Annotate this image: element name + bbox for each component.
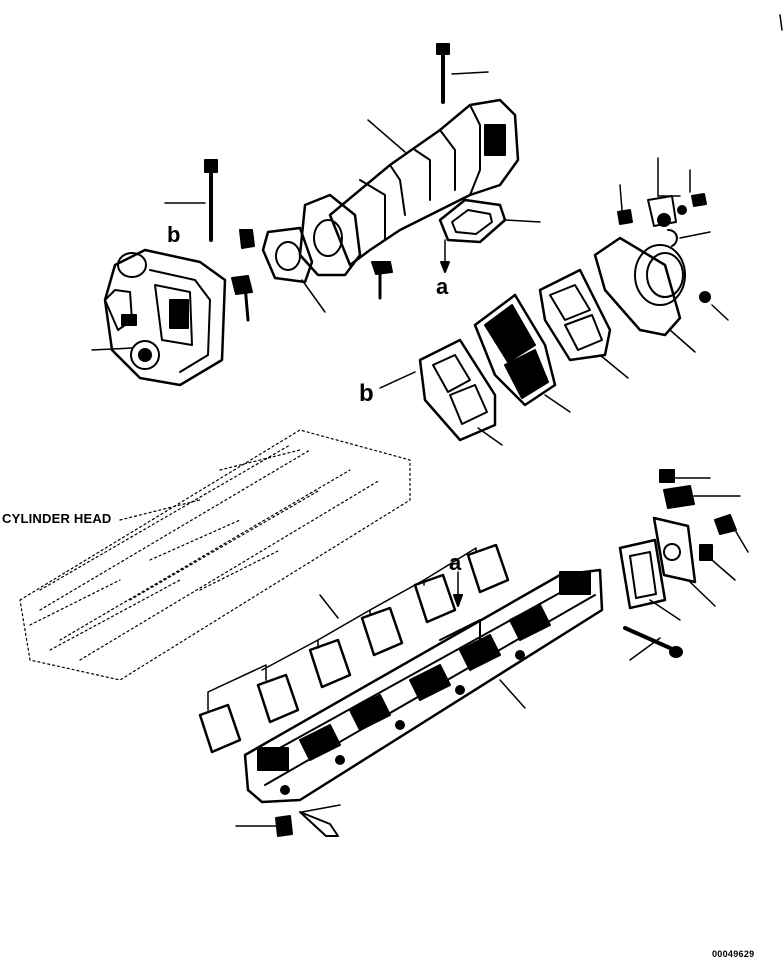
reference-a-manifold: a bbox=[449, 550, 462, 575]
turbocharger bbox=[91, 159, 227, 387]
elbow-gasket bbox=[438, 198, 541, 273]
heat-shield-spacer bbox=[473, 293, 571, 413]
manifold-end-cover bbox=[618, 469, 749, 621]
turbo-outlet-gasket bbox=[261, 226, 326, 313]
manifold-port-gaskets bbox=[198, 543, 510, 754]
turbo-flange-gasket bbox=[379, 338, 503, 446]
outlet-flange bbox=[593, 236, 729, 353]
cylinder-head-ghost bbox=[19, 429, 411, 681]
stud-bolt bbox=[623, 626, 683, 661]
exhaust-manifold bbox=[243, 568, 604, 804]
reference-b-turbo: b bbox=[167, 222, 181, 247]
manifold-bolts bbox=[235, 804, 341, 837]
top-bolt bbox=[436, 43, 489, 104]
cylinder-head-label: CYLINDER HEAD bbox=[2, 511, 112, 526]
middle-gasket bbox=[538, 268, 629, 379]
exhaust-elbow-pipe bbox=[298, 98, 520, 277]
reference-a-top: a bbox=[436, 274, 449, 299]
elbow-bolts bbox=[231, 229, 393, 322]
reference-b-gasket: b bbox=[359, 380, 374, 407]
clamp-bolts bbox=[617, 157, 711, 247]
figure-number: 00049629 bbox=[712, 949, 755, 959]
